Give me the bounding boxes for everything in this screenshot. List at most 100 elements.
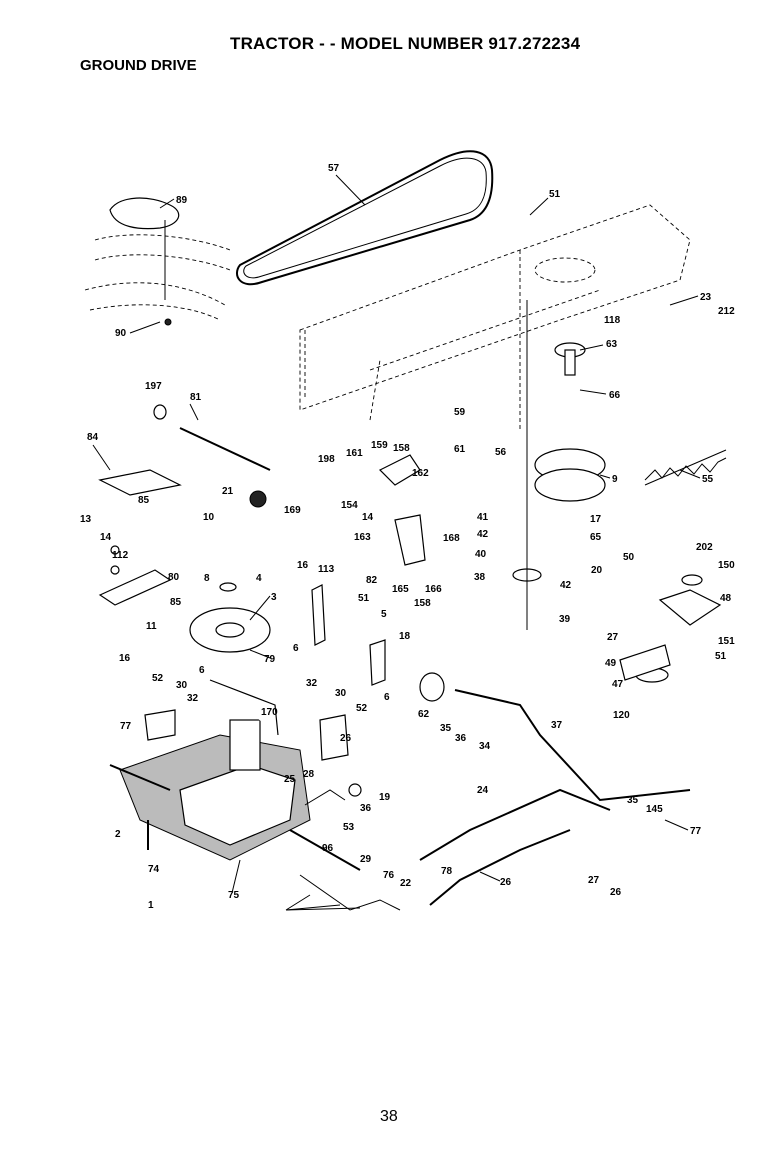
callout-label: 96: [322, 843, 334, 854]
callout-label: 52: [152, 673, 164, 684]
callout-label: 170: [261, 707, 278, 718]
section-title: GROUND DRIVE: [80, 57, 197, 74]
frame-outline: [299, 204, 691, 430]
callout-label: 10: [203, 512, 215, 523]
callout-label: 25: [284, 774, 296, 785]
callout-label: 49: [605, 658, 617, 669]
callout-label: 8: [204, 573, 210, 584]
callout-label: 61: [454, 444, 466, 455]
callout-label: 30: [176, 680, 188, 691]
callout-label: 90: [115, 328, 127, 339]
callout-label: 35: [440, 723, 452, 734]
callout-label: 165: [392, 584, 409, 595]
callout-label: 166: [425, 584, 442, 595]
callout-label: 11: [146, 621, 157, 632]
callout-label: 32: [306, 678, 318, 689]
callout-label: 35: [627, 795, 639, 806]
callout-label: 28: [303, 769, 315, 780]
callout-label: 161: [346, 448, 363, 459]
callout-label: 75: [228, 890, 240, 901]
callout-label: 17: [590, 514, 602, 525]
callout-label: 158: [414, 598, 431, 609]
callout-label: 19: [379, 792, 391, 803]
electric-clutch: [512, 300, 606, 630]
callout-label: 40: [475, 549, 487, 560]
callout-label: 198: [318, 454, 335, 465]
callout-label: 53: [343, 822, 355, 833]
transaxle-pulley: [189, 582, 271, 653]
callout-label: 4: [256, 573, 262, 584]
left-brackets: [98, 469, 267, 606]
callout-label: 145: [646, 804, 663, 815]
callout-label: 57: [328, 163, 340, 174]
callout-label: 81: [190, 392, 202, 403]
callout-label: 22: [400, 878, 412, 889]
callout-label: 41: [477, 512, 489, 523]
callout-label: 74: [148, 864, 160, 875]
callout-label: 36: [455, 733, 467, 744]
callout-label: 163: [354, 532, 371, 543]
seat-pan: [84, 197, 231, 326]
callout-labels: 89 90 57 51 23 212 118 63 197 81 84 66 5…: [80, 163, 735, 911]
callout-label: 51: [549, 189, 561, 200]
callout-label: 26: [610, 887, 622, 898]
callout-label: 26: [500, 877, 512, 888]
callout-label: 39: [559, 614, 571, 625]
callout-label: 169: [284, 505, 301, 516]
callout-label: 5: [381, 609, 387, 620]
callout-label: 151: [718, 636, 735, 647]
callout-label: 52: [356, 703, 368, 714]
callout-label: 26: [340, 733, 352, 744]
callout-label: 62: [418, 709, 430, 720]
callout-label: 85: [170, 597, 182, 608]
callout-label: 16: [297, 560, 309, 571]
callout-label: 85: [138, 495, 150, 506]
spring: [644, 449, 727, 486]
center-brackets: [144, 454, 426, 911]
page-title: TRACTOR - - MODEL NUMBER 917.272234: [230, 34, 581, 53]
callout-label: 89: [176, 195, 188, 206]
callout-label: 21: [222, 486, 234, 497]
page-number: 38: [380, 1108, 398, 1125]
callout-label: 27: [588, 875, 600, 886]
callout-label: 51: [715, 651, 727, 662]
callout-label: 79: [264, 654, 276, 665]
callout-label: 56: [495, 447, 507, 458]
callout-label: 78: [441, 866, 453, 877]
callout-label: 150: [718, 560, 735, 571]
callout-label: 197: [145, 381, 162, 392]
callout-label: 13: [80, 514, 92, 525]
callout-label: 65: [590, 532, 602, 543]
callout-label: 20: [591, 565, 603, 576]
callout-label: 77: [690, 826, 702, 837]
callout-label: 6: [293, 643, 299, 654]
callout-label: 80: [168, 572, 180, 583]
callout-label: 84: [87, 432, 99, 443]
callout-label: 36: [360, 803, 372, 814]
callout-label: 50: [623, 552, 635, 563]
callout-label: 202: [696, 542, 713, 553]
callout-label: 82: [366, 575, 378, 586]
shaft: [153, 404, 271, 471]
callout-label: 38: [474, 572, 486, 583]
callout-label: 113: [318, 564, 335, 575]
callout-label: 48: [720, 593, 732, 604]
callout-label: 14: [100, 532, 112, 543]
callout-label: 168: [443, 533, 460, 544]
callout-label: 66: [609, 390, 621, 401]
callout-label: 2: [115, 829, 121, 840]
callout-label: 154: [341, 500, 358, 511]
callout-label: 32: [187, 693, 199, 704]
callout-label: 118: [604, 315, 621, 326]
callout-label: 16: [119, 653, 131, 664]
callout-label: 29: [360, 854, 372, 865]
callout-label: 55: [702, 474, 714, 485]
callout-label: 158: [393, 443, 410, 454]
callout-label: 14: [362, 512, 374, 523]
callout-label: 42: [477, 529, 489, 540]
callout-label: 212: [718, 306, 735, 317]
callout-label: 51: [358, 593, 370, 604]
callout-label: 162: [412, 468, 429, 479]
callout-label: 77: [120, 721, 132, 732]
